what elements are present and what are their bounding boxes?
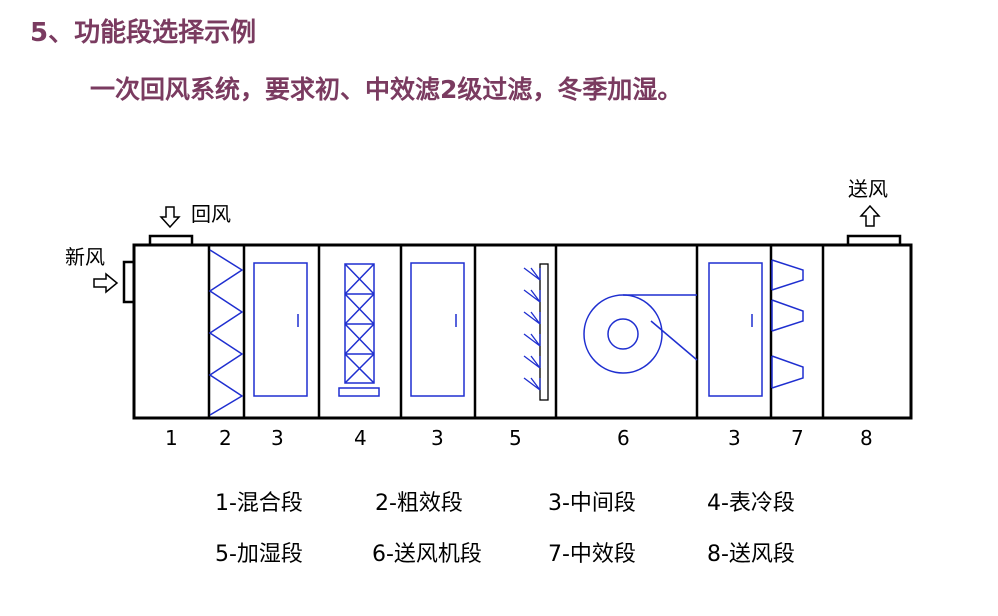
unit-casing [132,243,913,420]
legend-item: 1-混合段 [215,491,303,516]
legend-item: 2-粗效段 [375,491,463,516]
return-air-label: 回风 [191,202,231,226]
intermediate-section-panel-2 [410,262,465,397]
section-number: 4 [354,426,367,450]
legend-item: 7-中效段 [548,542,636,567]
section-dividers [207,245,825,418]
page-subtitle: 一次回风系统，要求初、中效滤2级过滤，冬季加湿。 [90,75,683,104]
section-number: 3 [271,426,284,450]
return-air-arrow-icon [159,206,181,229]
coarse-filter [208,249,244,416]
supply-fan [583,294,698,374]
humidifier [523,263,549,401]
section-number: 6 [617,426,630,450]
return-air-duct [148,234,194,247]
medium-filter [771,259,804,389]
legend-item: 4-表冷段 [707,491,795,516]
legend-item: 3-中间段 [548,491,636,516]
section-number: 1 [165,426,178,450]
intermediate-section-panel-1 [253,262,308,397]
legend-item: 6-送风机段 [372,542,482,567]
supply-air-arrow-icon [859,204,881,227]
cooling-coil [338,263,380,397]
legend-item: 8-送风段 [707,542,795,567]
section-number: 8 [860,426,873,450]
fresh-air-duct [122,260,136,304]
section-number: 3 [728,426,741,450]
fresh-air-arrow-icon [93,272,119,294]
fresh-air-label: 新风 [65,245,105,269]
section-number: 5 [509,426,522,450]
page-title: 5、功能段选择示例 [30,18,257,48]
section-number: 2 [219,426,232,450]
section-number-labels: 1 2 3 4 3 5 6 3 7 8 [165,426,873,450]
section-number: 7 [791,426,804,450]
intermediate-section-panel-3 [708,262,763,397]
supply-air-duct [846,234,902,247]
supply-air-label: 送风 [848,177,888,201]
legend-item: 5-加湿段 [215,542,303,567]
section-number: 3 [431,426,444,450]
